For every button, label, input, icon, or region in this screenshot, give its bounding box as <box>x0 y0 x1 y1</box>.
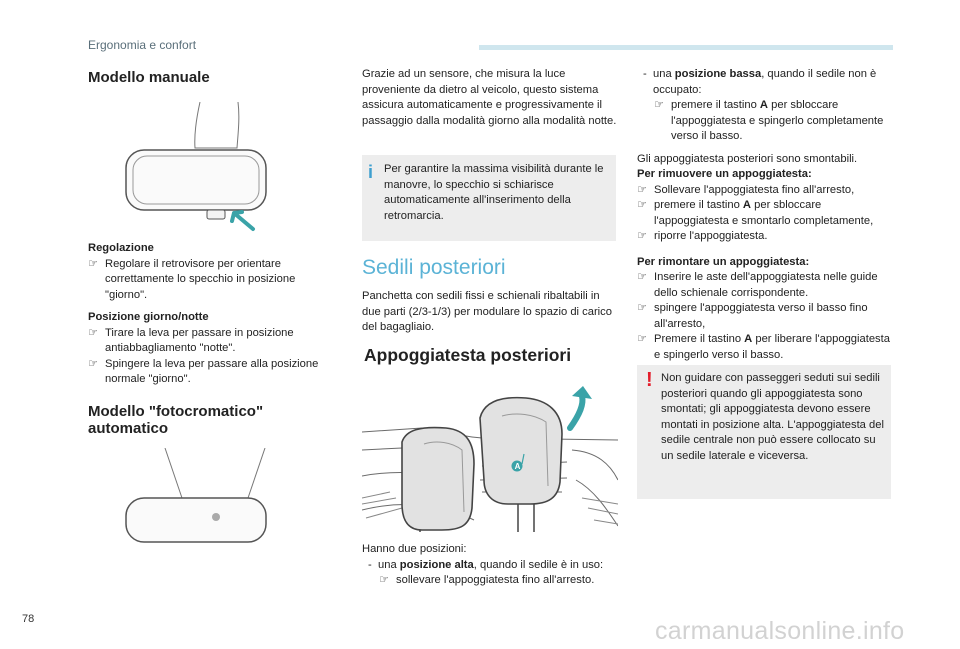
page-number: 78 <box>22 613 35 625</box>
rear-seats-text: Panchetta con sedili fissi e schienali r… <box>362 290 612 333</box>
bullet-icon: ☞ <box>654 99 665 111</box>
position-low-sub: ☞premere il tastino A per sbloccare l'ap… <box>654 99 884 142</box>
bullet-icon: ☞ <box>637 183 648 196</box>
headrest-illustration <box>362 380 618 532</box>
manual-model-title: Modello manuale <box>88 69 210 86</box>
remove-bullet-3: ☞riporre l'appoggiatesta. <box>637 229 893 245</box>
remove-heading: Per rimuovere un appoggiatesta: <box>637 168 812 180</box>
refit-heading: Per rimontare un appoggiatesta: <box>637 255 810 268</box>
positions-intro: Hanno due posizioni: <box>362 543 467 555</box>
dash-marker: - <box>643 68 647 80</box>
info-note-box: i Per garantire la massima visibilità du… <box>362 155 616 241</box>
photochromic-model-title: Modello "fotocromatico" automatico <box>88 403 264 437</box>
position-high-sub: ☞sollevare l'appoggiatesta fino all'arre… <box>362 573 618 589</box>
manual-mirror-illustration <box>125 102 267 231</box>
day-night-bullet-1: ☞Tirare la leva per passare in posizione… <box>88 326 294 355</box>
info-note-text: Per garantire la massima visibilità dura… <box>384 163 604 222</box>
bullet-icon: ☞ <box>637 333 648 345</box>
bullet-icon: ☞ <box>88 357 99 370</box>
info-icon: i <box>368 162 374 182</box>
refit-bullet-2: ☞spingere l'appoggiatesta verso il basso… <box>637 302 868 330</box>
manual-mirror-instructions: Regolazione ☞Regolare il retrovisore per… <box>88 241 336 388</box>
bullet-icon: ☞ <box>637 199 648 211</box>
day-night-bullet-2: ☞Spingere la leva per passare alla posiz… <box>88 357 319 386</box>
remove-bullet-2: ☞premere il tastino A per sbloccare l'ap… <box>637 199 874 227</box>
day-night-heading: Posizione giorno/notte <box>88 311 209 323</box>
warning-note-text: Non guidare con passeggeri seduti sui se… <box>661 372 884 462</box>
section-header: Ergonomia e confort <box>88 38 197 52</box>
positions-block: Hanno due posizioni: -una posizione alta… <box>362 542 618 589</box>
photochromic-intro-text: Grazie ad un sensore, che misura la luce… <box>362 68 617 127</box>
bullet-icon: ☞ <box>637 271 648 283</box>
warning-note-box: ! Non guidare con passeggeri seduti sui … <box>637 365 891 499</box>
refit-bullet-3: ☞Premere il tastino A per liberare l'app… <box>637 333 890 361</box>
remove-bullet-1: ☞Sollevare l'appoggiatesta fino all'arre… <box>637 183 893 199</box>
adjustment-heading: Regolazione <box>88 242 154 254</box>
bullet-icon: ☞ <box>637 230 648 242</box>
photochromic-mirror-illustration <box>125 448 267 543</box>
bullet-icon: ☞ <box>88 326 99 339</box>
refit-bullet-1: ☞Inserire le aste dell'appoggiatesta nel… <box>637 271 878 299</box>
dash-marker: - <box>368 558 372 571</box>
adjustment-bullet: ☞Regolare il retrovisore per orientare c… <box>88 257 296 301</box>
bullet-icon: ☞ <box>379 574 390 586</box>
header-accent-bar <box>479 45 893 50</box>
warning-icon: ! <box>646 369 653 391</box>
rear-seats-title: Sedili posteriori <box>362 256 506 279</box>
watermark-text: carmanualsonline.info <box>655 617 905 645</box>
position-high-item: -una posizione alta, quando il sedile è … <box>362 558 618 574</box>
position-low-item: -una posizione bassa, quando il sedile n… <box>643 68 877 96</box>
figure-label-a: A <box>514 462 521 471</box>
bullet-icon: ☞ <box>88 257 99 270</box>
headrest-instructions: -una posizione bassa, quando il sedile n… <box>637 67 893 363</box>
bullet-icon: ☞ <box>637 302 648 314</box>
removable-text: Gli appoggiatesta posteriori sono smonta… <box>637 152 858 165</box>
rear-headrests-title: Appoggiatesta posteriori <box>364 345 572 365</box>
